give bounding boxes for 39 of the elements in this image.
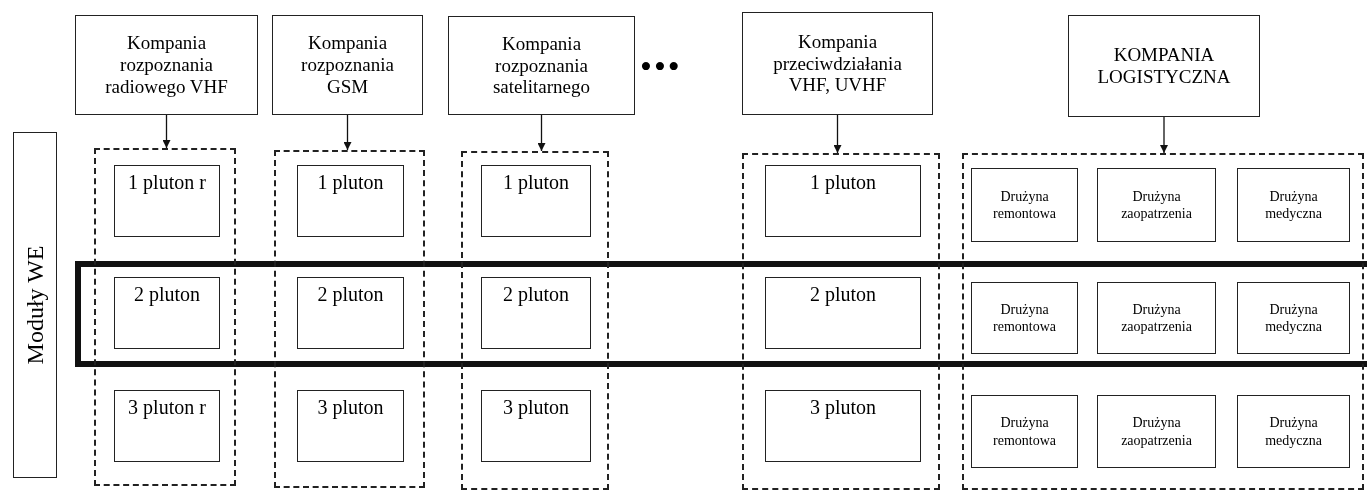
platoon-box: 1 pluton	[297, 165, 404, 237]
squad-box: Drużyna medyczna	[1237, 168, 1350, 242]
dashed-group-frame	[94, 148, 236, 486]
arrow	[833, 114, 842, 154]
squad-box: Drużyna zaopatrzenia	[1097, 168, 1216, 242]
squad-box: Drużyna medyczna	[1237, 395, 1350, 468]
platoon-box: 1 pluton r	[114, 165, 220, 237]
dashed-group-frame	[742, 153, 940, 490]
ellipsis-label: •••	[640, 50, 682, 84]
platoon-box: 1 pluton	[765, 165, 921, 237]
dashed-group-frame	[461, 151, 609, 490]
arrow	[343, 114, 352, 151]
squad-box: Drużyna remontowa	[971, 282, 1078, 354]
platoon-box: 3 pluton	[481, 390, 591, 462]
platoon-box: 3 pluton	[297, 390, 404, 462]
company-box: Kompania rozpoznania satelitarnego	[448, 16, 635, 115]
squad-box: Drużyna zaopatrzenia	[1097, 282, 1216, 354]
platoon-box: 2 pluton	[765, 277, 921, 349]
company-box: KOMPANIA LOGISTYCZNA	[1068, 15, 1260, 117]
company-box: Kompania rozpoznania radiowego VHF	[75, 15, 258, 115]
platoon-box: 2 pluton	[481, 277, 591, 349]
arrow	[162, 114, 171, 149]
platoon-box: 3 pluton	[765, 390, 921, 462]
arrow	[537, 114, 546, 152]
platoon-box: 2 pluton	[114, 277, 220, 349]
company-box: Kompania przeciwdziałania VHF, UVHF	[742, 12, 933, 115]
squad-box: Drużyna remontowa	[971, 395, 1078, 468]
platoon-box: 3 pluton r	[114, 390, 220, 462]
dashed-group-frame	[962, 153, 1364, 490]
platoon-box: 2 pluton	[297, 277, 404, 349]
platoon-box: 1 pluton	[481, 165, 591, 237]
module-label: Moduły WE	[21, 245, 49, 365]
module-label-box	[13, 132, 57, 478]
squad-box: Drużyna remontowa	[971, 168, 1078, 242]
dashed-group-frame	[274, 150, 425, 488]
arrow	[1160, 116, 1168, 154]
squad-box: Drużyna zaopatrzenia	[1097, 395, 1216, 468]
squad-box: Drużyna medyczna	[1237, 282, 1350, 354]
company-box: Kompania rozpoznania GSM	[272, 15, 423, 115]
